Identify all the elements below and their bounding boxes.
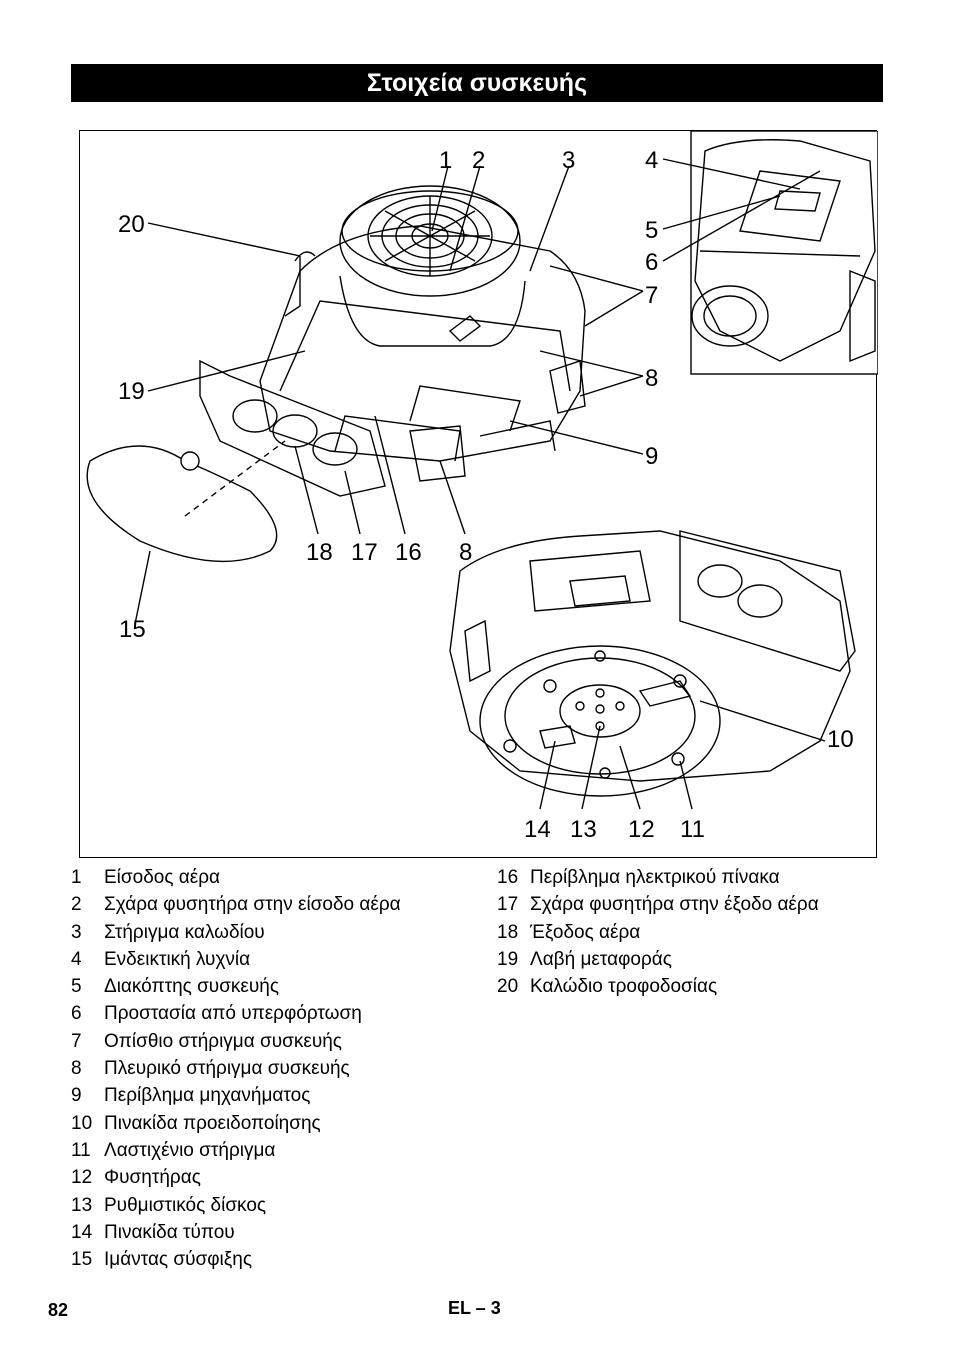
legend-number: 8 bbox=[71, 1058, 82, 1080]
callout-13: 13 bbox=[570, 816, 597, 843]
language-page-indicator: EL – 3 bbox=[448, 1298, 501, 1318]
callout-2: 2 bbox=[472, 147, 486, 174]
legend-number: 2 bbox=[71, 894, 82, 916]
legend-number: 4 bbox=[71, 948, 82, 970]
legend-number: 18 bbox=[497, 921, 519, 943]
legend-item: 8 Πλευρικό στήριγμα συσκευής bbox=[71, 1055, 491, 1082]
legend-number: 1 bbox=[71, 867, 82, 888]
callout-10: 10 bbox=[827, 726, 854, 753]
legend-item: 15 Ιμάντας σύσφιξης bbox=[71, 1246, 491, 1273]
legend-left: 1 Είσοδος αέρα 2 Σχάρα φυσητήρα στην είσοδ… bbox=[71, 864, 491, 1273]
legend-number: 14 bbox=[71, 1221, 93, 1243]
legend-label: Είσοδος αέρα bbox=[104, 867, 221, 888]
legend-number: 11 bbox=[71, 1139, 91, 1161]
legend-number: 5 bbox=[71, 976, 82, 998]
callout-15: 15 bbox=[119, 616, 146, 643]
legend-label: Φυσητήρας bbox=[104, 1167, 201, 1189]
legend-label: Πινακίδα τύπου bbox=[104, 1221, 235, 1243]
callout-16: 16 bbox=[395, 539, 422, 566]
page-title: Στοιχεία συσκευής bbox=[71, 64, 883, 102]
legend-label: Στήριγμα καλωδίου bbox=[104, 921, 265, 943]
callout-4: 4 bbox=[645, 147, 659, 174]
page-number: 82 bbox=[48, 1300, 69, 1320]
legend-label: Έξοδος αέρα bbox=[530, 921, 641, 943]
legend-item: 3 Στήριγμα καλωδίου bbox=[71, 919, 491, 946]
legend-item: 6 Προστασία από υπερφόρτωση bbox=[71, 1000, 491, 1027]
legend-label: Καλώδιο τροφοδοσίας bbox=[530, 976, 718, 998]
legend-item: 17 Σχάρα φυσητήρα στην έξοδο αέρα bbox=[497, 891, 917, 918]
callout-9: 9 bbox=[645, 443, 659, 470]
device-drawing bbox=[86, 131, 878, 810]
legend-item: 16 Περίβλημα ηλεκτρικού πίνακα bbox=[497, 864, 917, 891]
legend-number: 16 bbox=[497, 867, 519, 888]
legend-label: Περίβλημα μηχανήματος bbox=[104, 1085, 311, 1107]
legend-item: 1 Είσοδος αέρα bbox=[71, 864, 491, 891]
callout-14: 14 bbox=[524, 816, 551, 843]
legend-item: 10 Πινακίδα προειδοποίησης bbox=[71, 1110, 491, 1137]
legend-item: 12 Φυσητήρας bbox=[71, 1164, 491, 1191]
legend-item: 13 Ρυθμιστικός δίσκος bbox=[71, 1192, 491, 1219]
legend-label: Πινακίδα προειδοποίησης bbox=[104, 1112, 321, 1134]
legend-number: 10 bbox=[71, 1112, 93, 1134]
device-illustration: 1 2 3 4 5 6 7 8 9 10 11 12 13 14 15 16 1… bbox=[79, 130, 878, 858]
legend-number: 20 bbox=[497, 976, 519, 998]
callout-12: 12 bbox=[628, 816, 655, 843]
legend-label: Περίβλημα ηλεκτρικού πίνακα bbox=[530, 867, 780, 888]
callout-1: 1 bbox=[439, 147, 453, 174]
callout-7: 7 bbox=[645, 282, 659, 309]
legend-right: 16 Περίβλημα ηλεκτρικού πίνακα 17 Σχάρα φυ… bbox=[497, 864, 917, 1000]
legend-number: 7 bbox=[71, 1030, 82, 1052]
legend-number: 12 bbox=[71, 1167, 93, 1189]
legend-item: 14 Πινακίδα τύπου bbox=[71, 1219, 491, 1246]
legend-item: 5 Διακόπτης συσκευής bbox=[71, 973, 491, 1000]
callout-5: 5 bbox=[645, 217, 659, 244]
legend-item: 9 Περίβλημα μηχανήματος bbox=[71, 1082, 491, 1109]
legend-label: Διακόπτης συσκευής bbox=[104, 976, 280, 998]
legend-item: 7 Οπίσθιο στήριγμα συσκευής bbox=[71, 1028, 491, 1055]
legend-number: 19 bbox=[497, 948, 519, 970]
callout-6: 6 bbox=[645, 249, 659, 276]
callout-8-bottom: 8 bbox=[459, 539, 473, 566]
legend-number: 13 bbox=[71, 1194, 93, 1216]
legend-number: 9 bbox=[71, 1085, 82, 1107]
callout-18: 18 bbox=[306, 539, 333, 566]
legend-label: Σχάρα φυσητήρα στην έξοδο αέρα bbox=[530, 894, 819, 916]
legend-label: Λαστιχένιο στήριγμα bbox=[104, 1139, 276, 1161]
legend-label: Ενδεικτική λυχνία bbox=[104, 948, 251, 970]
legend-number: 6 bbox=[71, 1003, 82, 1025]
legend-label: Προστασία από υπερφόρτωση bbox=[104, 1003, 362, 1025]
legend-label: Ρυθμιστικός δίσκος bbox=[104, 1194, 267, 1216]
legend-label: Λαβή μεταφοράς bbox=[530, 948, 672, 970]
legend-item: 4 Ενδεικτική λυχνία bbox=[71, 946, 491, 973]
callout-17: 17 bbox=[351, 539, 378, 566]
legend-item: 2 Σχάρα φυσητήρα στην είσοδο αέρα bbox=[71, 891, 491, 918]
callout-3: 3 bbox=[562, 147, 576, 174]
legend-label: Οπίσθιο στήριγμα συσκευής bbox=[104, 1030, 342, 1052]
callout-19: 19 bbox=[118, 378, 145, 405]
legend-item: 11 Λαστιχένιο στήριγμα bbox=[71, 1137, 491, 1164]
legend-item: 18 Έξοδος αέρα bbox=[497, 919, 917, 946]
legend-number: 15 bbox=[71, 1249, 93, 1271]
legend-item: 19 Λαβή μεταφοράς bbox=[497, 946, 917, 973]
callout-20: 20 bbox=[118, 211, 145, 238]
callout-11: 11 bbox=[680, 816, 705, 843]
legend-number: 17 bbox=[497, 894, 519, 916]
legend-number: 3 bbox=[71, 921, 82, 943]
callout-8: 8 bbox=[645, 365, 659, 392]
legend-label: Ιμάντας σύσφιξης bbox=[104, 1249, 252, 1271]
legend-item: 20 Καλώδιο τροφοδοσίας bbox=[497, 973, 917, 1000]
legend-label: Σχάρα φυσητήρα στην είσοδο αέρα bbox=[104, 894, 401, 916]
legend-label: Πλευρικό στήριγμα συσκευής bbox=[104, 1058, 350, 1080]
